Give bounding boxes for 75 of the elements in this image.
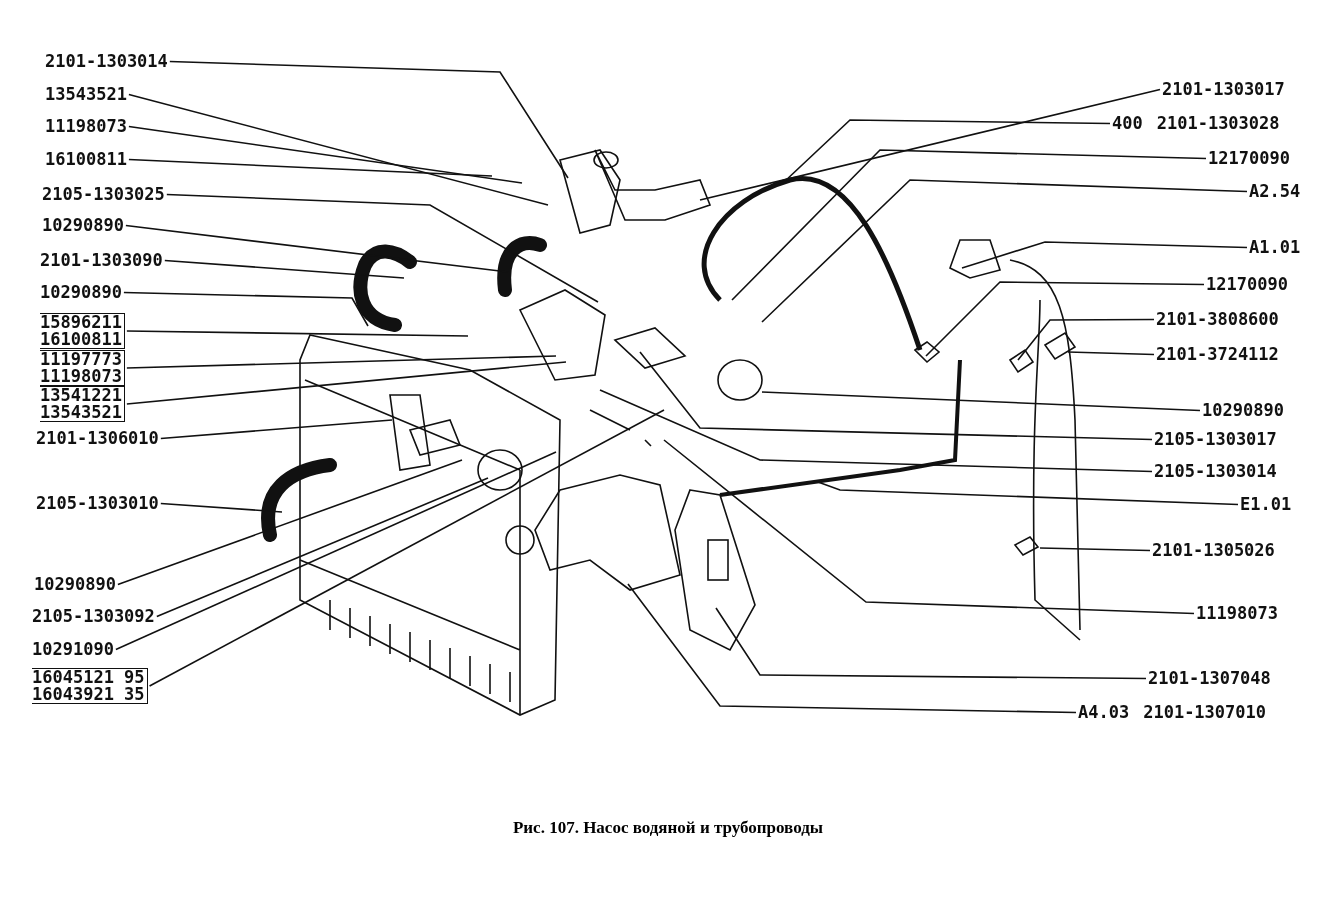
part-number: 11198073 (1196, 605, 1278, 622)
leader-line (731, 149, 1207, 301)
figure-caption: Рис. 107. Насос водяной и трубопроводы (512, 818, 824, 838)
leader-line (164, 259, 405, 279)
leader-line (160, 502, 283, 513)
part-number: 2105-1303017 (1154, 431, 1277, 448)
leader-line (128, 125, 523, 184)
leader-line (715, 607, 1147, 680)
part-number: 2101-1303090 (40, 252, 163, 269)
part-number: 11198073 (45, 118, 127, 135)
part-number: 2105-1303014 (1154, 463, 1277, 480)
leader-line (961, 241, 1248, 269)
leader-line (115, 451, 557, 651)
leader-line (663, 439, 1195, 615)
part-number: 2101-1305026 (1152, 542, 1275, 559)
part-number: 2105-1303092 (32, 608, 155, 625)
part-number: 16043921 35 (32, 686, 145, 703)
leader-line (126, 330, 469, 337)
leader-line (126, 355, 557, 369)
leader-line (1039, 547, 1151, 552)
leader-line (160, 419, 393, 440)
part-number: 12170090 (1206, 276, 1288, 293)
part-number: 10290890 (40, 284, 122, 301)
leader-line (639, 351, 1153, 441)
part-number: 11198073 (40, 368, 122, 385)
leader-line (817, 481, 1239, 506)
leader-line (156, 477, 489, 618)
leader-line (166, 193, 599, 303)
part-number: 2101-1307048 (1148, 670, 1271, 687)
leader-line (761, 391, 1201, 412)
part-number: 2101-1306010 (36, 430, 159, 447)
part-number: 12170090 (1208, 150, 1290, 167)
leader-line (148, 409, 665, 687)
leader-line (128, 158, 493, 177)
leader-line (1017, 318, 1155, 361)
leader-line (128, 93, 549, 206)
part-number: 13541221 (40, 387, 122, 404)
part-number: 16045121 95 (32, 669, 145, 686)
part-number: E1.01 (1240, 496, 1292, 513)
part-number: 2101-3808600 (1156, 311, 1279, 328)
bracketed-part-numbers (40, 350, 125, 386)
part-number: 11197773 (40, 351, 122, 368)
part-number: 400 (1112, 115, 1143, 132)
leader-line (126, 361, 567, 405)
part-number: 10291090 (32, 641, 114, 658)
part-number: 2101-1303028 (1156, 115, 1280, 132)
leader-line (1067, 351, 1155, 356)
bracketed-part-numbers (32, 668, 148, 704)
part-number: 16100811 (45, 151, 127, 168)
part-number: A1.01 (1249, 239, 1301, 256)
part-number: A4.03 (1078, 704, 1130, 721)
bracketed-part-numbers (40, 386, 125, 422)
leader-line (761, 179, 1248, 323)
leader-line (117, 459, 463, 586)
part-number: 13543521 (45, 86, 127, 103)
leader-line (627, 583, 1077, 714)
bracketed-part-numbers (40, 313, 125, 349)
leader-line (169, 60, 569, 179)
leader-line (599, 389, 1153, 473)
part-number: 2101-1303017 (1162, 81, 1285, 98)
part-number: 2105-1303010 (36, 495, 159, 512)
part-number: 16100811 (40, 331, 122, 348)
part-number: 10290890 (1202, 402, 1284, 419)
part-number: 2101-3724112 (1156, 346, 1279, 363)
leader-line (123, 291, 369, 327)
part-number: 2101-1303014 (45, 53, 168, 70)
part-number: 10290890 (34, 576, 116, 593)
leader-line (699, 88, 1161, 201)
part-number: 2101-1307010 (1143, 704, 1266, 721)
leader-line (925, 281, 1205, 357)
part-number: 10290890 (42, 217, 124, 234)
part-number: 15896211 (40, 314, 122, 331)
part-number: 2105-1303025 (42, 186, 165, 203)
part-number: A2.54 (1249, 183, 1301, 200)
part-number: 13543521 (40, 404, 122, 421)
